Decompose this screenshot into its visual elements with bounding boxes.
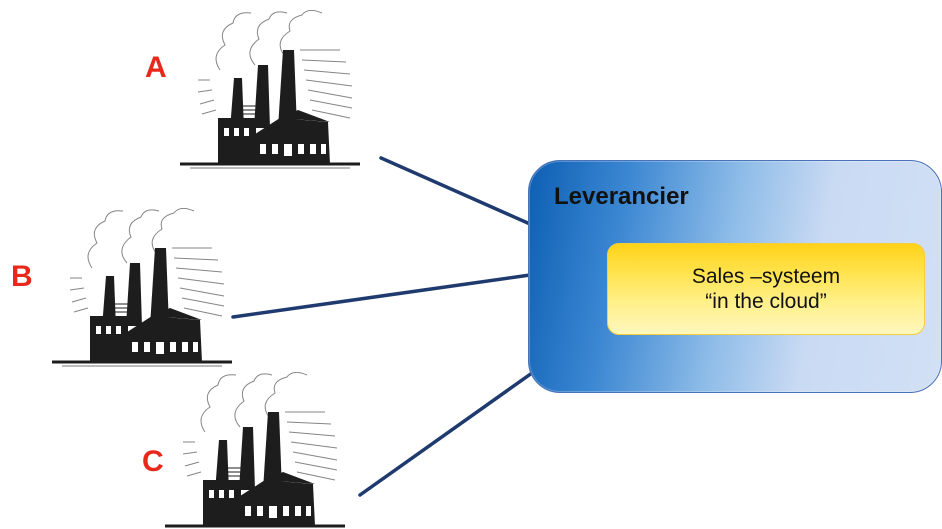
factory-icon xyxy=(165,371,345,528)
supplier-box: Leverancier Sales –systeem “in the cloud… xyxy=(528,160,942,393)
factory-c xyxy=(165,371,345,529)
connector-line-a xyxy=(379,156,532,226)
factory-label-c: C xyxy=(142,445,164,478)
factory-b xyxy=(52,207,232,373)
factory-a xyxy=(180,9,360,175)
supplier-title: Leverancier xyxy=(554,183,689,210)
factory-label-b: B xyxy=(11,260,33,293)
connector-line-b xyxy=(231,273,532,319)
sales-system-box: Sales –systeem “in the cloud” xyxy=(607,243,925,335)
sales-system-line-2: “in the cloud” xyxy=(705,290,827,313)
connector-line-c xyxy=(358,371,534,497)
factory-icon xyxy=(52,207,232,367)
factory-label-a: A xyxy=(145,51,167,84)
factory-icon xyxy=(180,9,360,169)
sales-system-line-1: Sales –systeem xyxy=(691,264,841,288)
